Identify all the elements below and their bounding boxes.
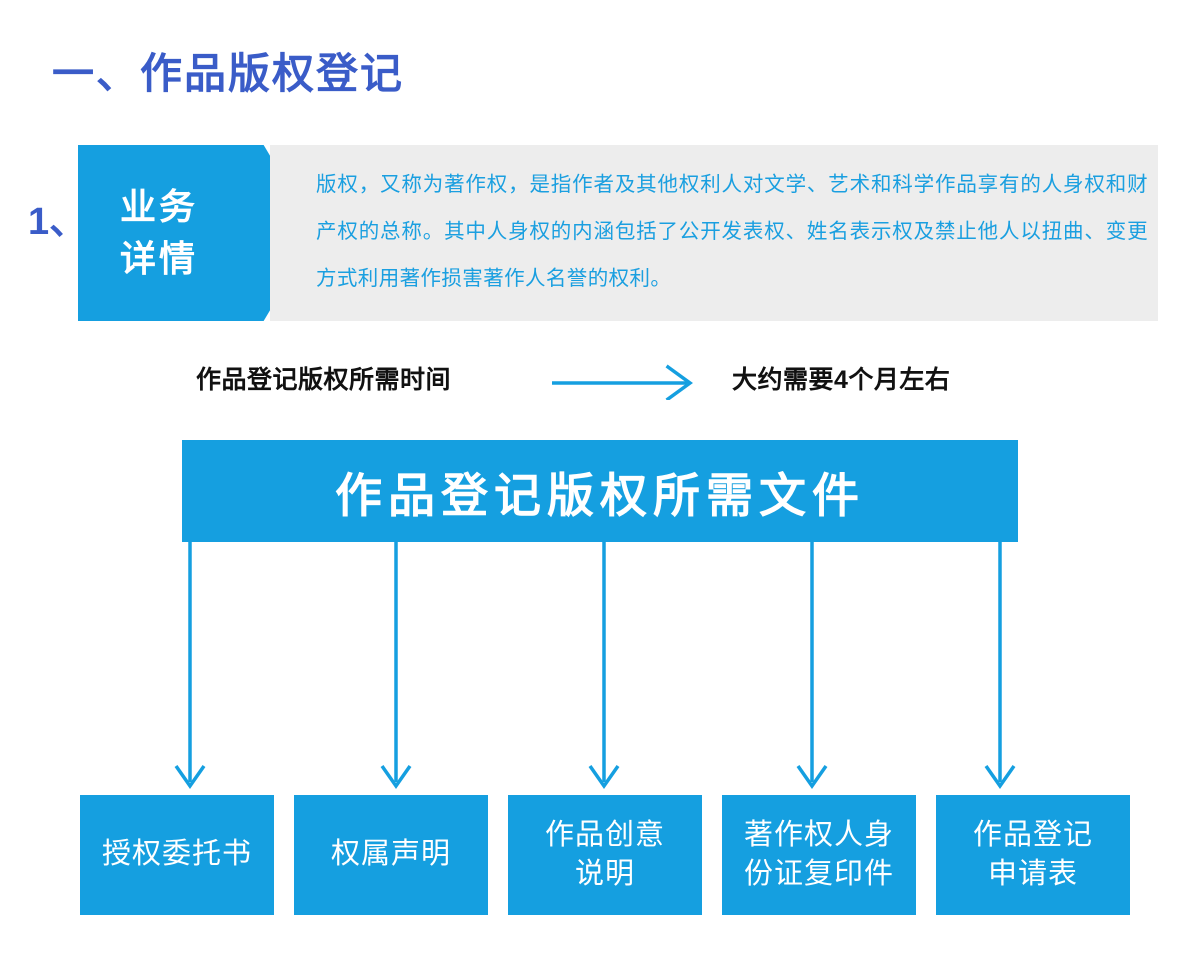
business-details-banner-line-1: 业务 (120, 185, 199, 227)
connector-arrow-3 (588, 542, 620, 790)
connector-arrow-4 (796, 542, 828, 790)
document-box-label: 作品创意说明 (544, 818, 665, 890)
duration-value: 大约需要4个月左右 (732, 366, 951, 394)
business-details-section: 1、 业务 详情 版权，又称为著作权，是指作者及其他权利人对文学、艺术和科学作品… (0, 145, 1200, 321)
duration-label: 作品登记版权所需时间 (196, 366, 452, 394)
documents-banner: 作品登记版权所需文件 (182, 440, 1018, 542)
document-box-5[interactable]: 作品登记申请表 (936, 795, 1130, 915)
document-box-1[interactable]: 授权委托书 (80, 795, 274, 915)
document-box-3[interactable]: 作品创意说明 (508, 795, 702, 915)
document-box-label: 授权委托书 (101, 838, 252, 871)
document-box-label: 权属声明 (330, 838, 451, 871)
connector-arrow-1 (174, 542, 206, 790)
document-box-4[interactable]: 著作权人身份证复印件 (722, 795, 916, 915)
documents-list: 授权委托书 权属声明 作品创意说明 著作权人身份证复印件 作品登记申请表 (80, 795, 1130, 915)
page-title: 一、作品版权登记 (52, 50, 405, 97)
document-box-2[interactable]: 权属声明 (294, 795, 488, 915)
business-details-panel: 版权，又称为著作权，是指作者及其他权利人对文学、艺术和科学作品享有的人身权和财产… (270, 145, 1158, 321)
business-details-banner-line-2: 详情 (120, 238, 199, 279)
right-arrow-icon (552, 364, 693, 400)
business-details-paragraph: 版权，又称为著作权，是指作者及其他权利人对文学、艺术和科学作品享有的人身权和财产… (316, 173, 1148, 290)
documents-banner-title: 作品登记版权所需文件 (335, 468, 865, 522)
connector-arrows-group (174, 542, 1016, 790)
document-box-label: 著作权人身份证复印件 (743, 818, 894, 890)
connector-arrow-2 (380, 542, 412, 790)
connector-arrow-5 (984, 542, 1016, 790)
section-number-label: 1、 (28, 201, 88, 243)
duration-row: 作品登记版权所需时间 大约需要4个月左右 (0, 360, 1200, 406)
document-box-label: 作品登记申请表 (972, 818, 1093, 890)
